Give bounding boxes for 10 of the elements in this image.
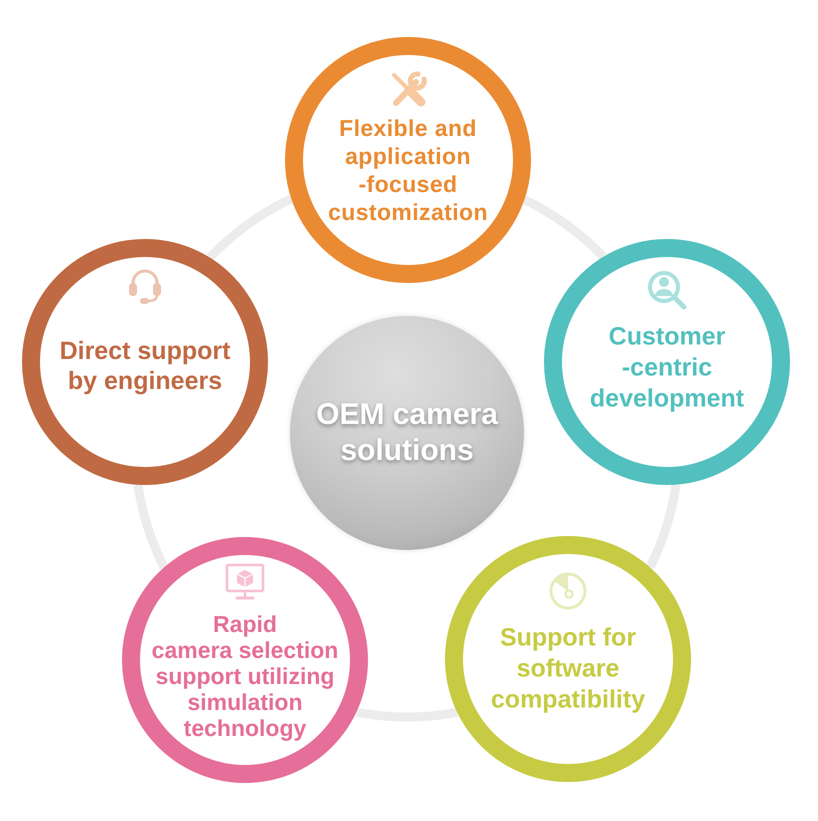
topic-label: Flexible and application -focused customization [327,114,489,226]
ring-arc [133,484,168,570]
topic-label: Direct support by engineers [58,336,232,396]
ring-arc [646,484,681,570]
ring-arc [356,708,458,722]
ring-arc [206,194,294,261]
topic-label: Rapid camera selection support utilizing simulation technology [150,611,340,741]
topic-label: Support for software compatibility [490,622,646,716]
topic-label: Customer -centric development [588,322,746,414]
ring-arc [522,196,606,260]
